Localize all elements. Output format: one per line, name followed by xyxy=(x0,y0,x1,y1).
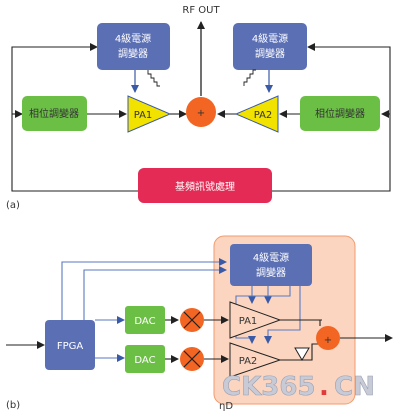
pa1-triangle xyxy=(127,95,172,133)
dac-top-label: DAC xyxy=(134,316,155,327)
pa1-b-label: PA1 xyxy=(239,316,258,327)
supply-modulator-right-line1: 4級電源 xyxy=(252,32,288,45)
pa2-b-label: PA2 xyxy=(239,356,258,367)
supply-modulator-right xyxy=(233,23,307,70)
supply-modulator-b xyxy=(230,244,312,286)
pa2-triangle xyxy=(234,95,279,133)
combiner-circle xyxy=(186,97,216,127)
pa1-label: PA1 xyxy=(134,110,153,121)
watermark-dot: . xyxy=(319,372,329,402)
supply-modulator-left-line1: 4級電源 xyxy=(115,32,151,45)
fpga-label: FPGA xyxy=(57,341,84,352)
pa2-b-triangle xyxy=(229,342,282,378)
fpga-block xyxy=(45,320,95,370)
pa2-b-output xyxy=(280,343,320,361)
staircase-icon-left xyxy=(147,70,160,87)
fpga-ctrl-line-2 xyxy=(83,266,227,320)
watermark-ck365: CK365 xyxy=(222,372,316,402)
pa1-b-triangle xyxy=(229,301,282,339)
efficiency-label: ηD xyxy=(219,401,233,412)
combiner-symbol: + xyxy=(197,108,205,119)
mixer-top xyxy=(180,308,204,332)
diagram-a: RF OUT 4級電源 調變器 4級電源 調變器 相位調變器 相位調變器 PA1 xyxy=(6,5,391,211)
dac-bottom xyxy=(125,345,165,373)
diagram-b-label: (b) xyxy=(6,400,20,411)
combiner-b-symbol: + xyxy=(324,335,332,346)
loop-right-top xyxy=(272,43,391,192)
phase-modulator-left-label: 相位調變器 xyxy=(29,107,79,120)
supply-modulator-left xyxy=(97,23,170,70)
rf-out-label: RF OUT xyxy=(182,5,220,16)
supply-modulator-b-line1: 4級電源 xyxy=(253,251,289,264)
loop-left-top xyxy=(11,43,138,192)
supply-modulator-left-line2: 調變器 xyxy=(118,47,148,60)
baseband-block xyxy=(138,168,272,203)
phase-modulator-left xyxy=(22,96,87,131)
baseband-label: 基頻訊號處理 xyxy=(175,180,235,193)
fpga-ctrl-line-1 xyxy=(61,258,227,320)
phase-shift-icon xyxy=(294,347,310,361)
supply-modulator-b-line2: 調變器 xyxy=(256,266,286,279)
mixer-bottom xyxy=(180,347,204,371)
diagram-a-label: (a) xyxy=(6,200,20,211)
dac-bottom-label: DAC xyxy=(134,355,155,366)
watermark: CK365 . CN xyxy=(222,372,375,403)
pa2-label: PA2 xyxy=(254,110,273,121)
watermark-cn: CN xyxy=(334,372,375,402)
phase-modulator-right xyxy=(300,96,380,131)
combiner-b-circle xyxy=(316,326,340,350)
supply-modulator-right-line2: 調變器 xyxy=(255,47,285,60)
diagram-b: 4級電源 調變器 FPGA DAC DAC xyxy=(6,235,393,412)
dac-top xyxy=(125,306,165,334)
supply-to-pa2-b xyxy=(264,286,301,344)
phase-modulator-right-label: 相位調變器 xyxy=(315,107,365,120)
staircase-icon-right xyxy=(243,69,256,86)
